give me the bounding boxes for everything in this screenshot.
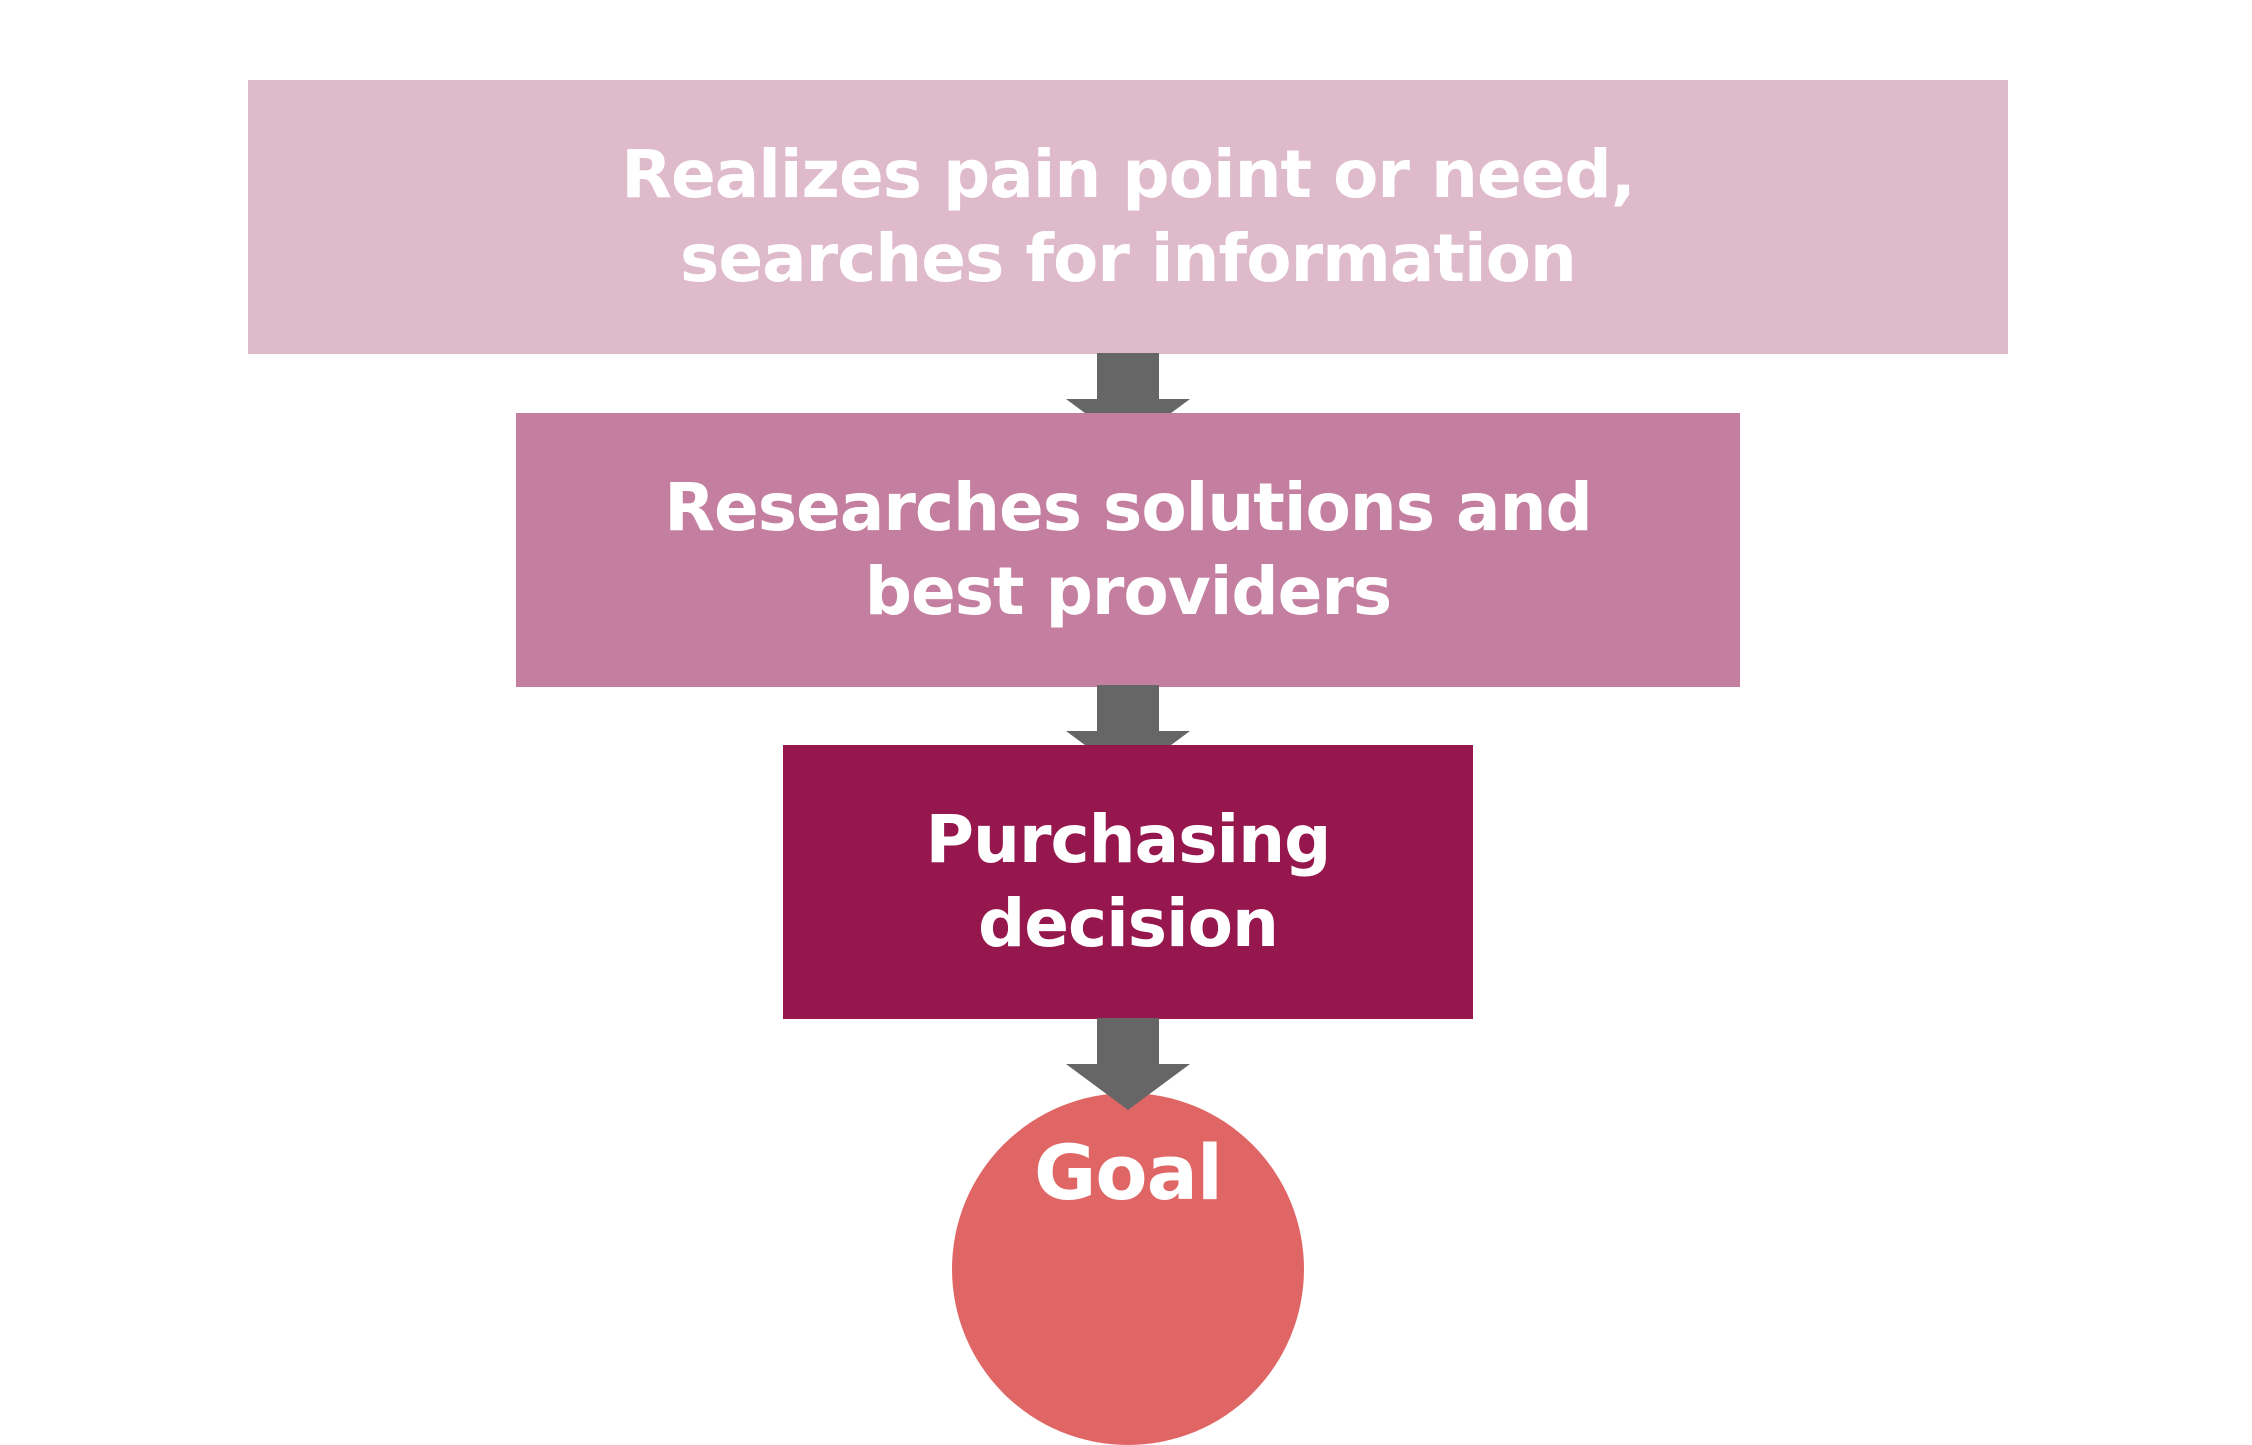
- step-box-consideration: Researches solutions and best providers: [516, 413, 1740, 687]
- goal-label: Goal: [1034, 1128, 1223, 1217]
- step-label-decision: Purchasing decision: [925, 801, 1332, 962]
- step-label-awareness: Realizes pain point or need, searches fo…: [621, 136, 1636, 297]
- step-box-awareness: Realizes pain point or need, searches fo…: [248, 80, 2008, 354]
- step-box-decision: Purchasing decision: [783, 745, 1473, 1019]
- down-arrow-3: [1066, 1018, 1190, 1110]
- funnel-diagram: Realizes pain point or need, searches fo…: [248, 80, 2008, 1445]
- step-label-consideration: Researches solutions and best providers: [664, 469, 1593, 630]
